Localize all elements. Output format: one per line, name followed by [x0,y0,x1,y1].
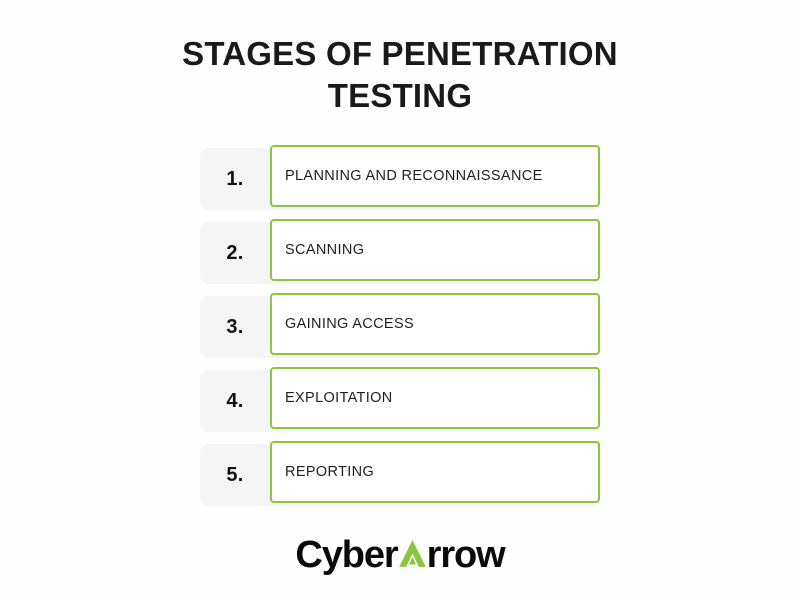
brand-logo: Cyber rrow [0,536,800,574]
page-title-line-1: STAGES OF PENETRATION [182,35,618,72]
stage-box: PLANNING AND RECONNAISSANCE [270,145,600,208]
stage-label: REPORTING [285,464,375,481]
stage-number: 1. [226,167,244,190]
page-title: STAGES OF PENETRATION TESTING [150,33,650,117]
green-triangle-a-icon [398,539,427,568]
stage-box: GAINING ACCESS [270,293,600,356]
stage-label: EXPLOITATION [285,390,393,407]
brand-logo-wordmark: Cyber rrow [295,534,506,576]
list-item: 4. EXPLOITATION [200,367,600,433]
stage-number: 2. [226,241,244,264]
stage-number: 5. [226,463,244,486]
stage-number: 4. [226,389,244,412]
list-item: 2. SCANNING [200,219,600,285]
stage-number: 3. [226,315,244,338]
stage-box: REPORTING [270,441,600,504]
stage-label: GAINING ACCESS [285,316,414,333]
brand-logo-text-before: Cyber [295,534,398,576]
stage-box: SCANNING [270,219,600,282]
brand-logo-text-after: rrow [426,534,506,576]
list-item: 3. GAINING ACCESS [200,293,600,359]
list-item: 5. REPORTING [200,441,600,507]
stage-label: PLANNING AND RECONNAISSANCE [285,168,543,185]
stages-list: 1. PLANNING AND RECONNAISSANCE 2. SCANNI… [200,145,600,507]
stage-label: SCANNING [285,242,365,259]
stage-box: EXPLOITATION [270,367,600,430]
page-title-line-2: TESTING [327,77,473,115]
list-item: 1. PLANNING AND RECONNAISSANCE [200,145,600,211]
